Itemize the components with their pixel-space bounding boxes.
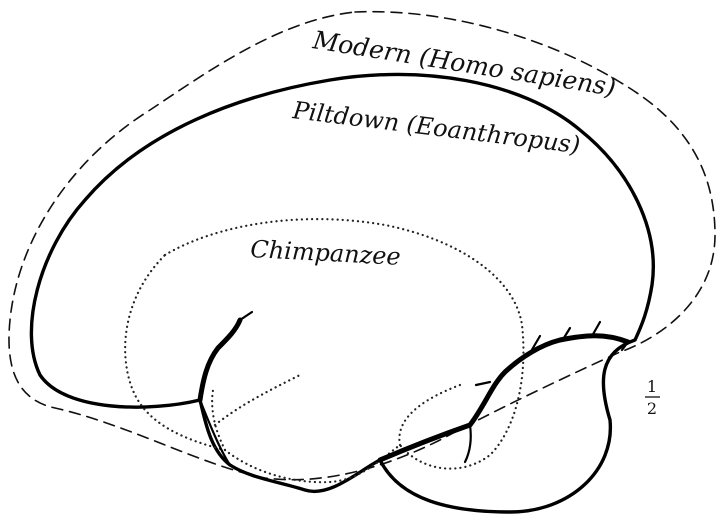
- label-piltdown: Piltdown (Eoanthropus): [290, 96, 581, 159]
- piltdown-lateral-fissure: [380, 336, 628, 460]
- piltdown-fissure-branch-5: [465, 425, 471, 462]
- piltdown-lower-temporal-line: [200, 400, 230, 465]
- chimpanzee-sylvian-line: [215, 375, 300, 425]
- chimpanzee-inner-lobe-line: [399, 385, 460, 445]
- scale-denominator: 2: [647, 399, 657, 418]
- label-chimpanzee: Chimpanzee: [250, 235, 402, 271]
- piltdown-sylvian-fissure: [200, 320, 240, 400]
- piltdown-sylvian-fissure-tip: [240, 312, 252, 320]
- label-modern: Modern (Homo sapiens): [310, 25, 618, 102]
- scale-numerator: 1: [647, 377, 657, 396]
- piltdown-fissure-branch-1: [476, 382, 490, 385]
